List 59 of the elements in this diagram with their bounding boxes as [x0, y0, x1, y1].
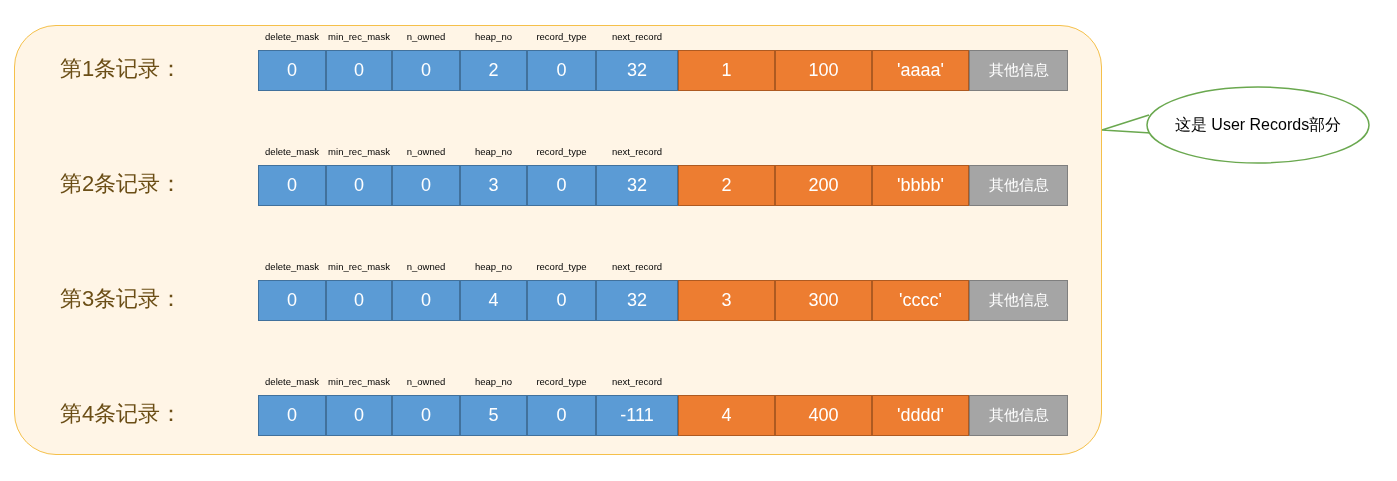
field-value: 1	[678, 50, 775, 91]
field-name: heap_no	[474, 375, 513, 389]
field-value: 5	[460, 395, 527, 436]
field-value: 0	[326, 395, 392, 436]
field-value: 2	[678, 165, 775, 206]
field-name: record_type	[535, 30, 588, 44]
field-value: 0	[258, 395, 326, 436]
field-value: 400	[775, 395, 872, 436]
field-value: 0	[326, 165, 392, 206]
speech-bubble: 这是 User Records部分	[1146, 86, 1370, 164]
field-value: 其他信息	[969, 395, 1068, 436]
field-value: 'aaaa'	[872, 50, 969, 91]
field-value: 0	[258, 165, 326, 206]
field-value: 0	[527, 50, 596, 91]
field-name: record_type	[535, 375, 588, 389]
field-value: 0	[527, 165, 596, 206]
field-value: 0	[392, 165, 460, 206]
records-panel	[14, 25, 1102, 455]
field-value: 'bbbb'	[872, 165, 969, 206]
field-value: 其他信息	[969, 165, 1068, 206]
field-value: 其他信息	[969, 280, 1068, 321]
row-label: 第2条记录：	[60, 170, 183, 198]
field-name: heap_no	[474, 30, 513, 44]
field-value: 'cccc'	[872, 280, 969, 321]
row-label: 第1条记录：	[60, 55, 183, 83]
row-label: 第3条记录：	[60, 285, 183, 313]
field-value: 'dddd'	[872, 395, 969, 436]
field-name: heap_no	[474, 260, 513, 274]
field-name: next_record	[610, 260, 664, 274]
field-value: 32	[596, 280, 678, 321]
field-value: 0	[527, 395, 596, 436]
field-value: 2	[460, 50, 527, 91]
row-label: 第4条记录：	[60, 400, 183, 428]
field-name: heap_no	[474, 145, 513, 159]
field-value: 0	[258, 280, 326, 321]
field-value: 32	[596, 50, 678, 91]
field-name: record_type	[535, 260, 588, 274]
field-value: 0	[392, 395, 460, 436]
field-name: record_type	[535, 145, 588, 159]
field-value: 300	[775, 280, 872, 321]
field-value: 0	[392, 280, 460, 321]
field-value: -111	[596, 395, 678, 436]
field-value: 0	[527, 280, 596, 321]
field-value: 0	[258, 50, 326, 91]
field-name: next_record	[610, 375, 664, 389]
field-value: 200	[775, 165, 872, 206]
field-value: 32	[596, 165, 678, 206]
field-value: 3	[678, 280, 775, 321]
field-value: 4	[678, 395, 775, 436]
field-name: next_record	[610, 145, 664, 159]
field-value: 4	[460, 280, 527, 321]
field-value: 0	[326, 50, 392, 91]
field-value: 其他信息	[969, 50, 1068, 91]
field-name: next_record	[610, 30, 664, 44]
field-value: 100	[775, 50, 872, 91]
field-value: 0	[326, 280, 392, 321]
field-value: 3	[460, 165, 527, 206]
callout-pointer	[1101, 114, 1152, 134]
field-value: 0	[392, 50, 460, 91]
